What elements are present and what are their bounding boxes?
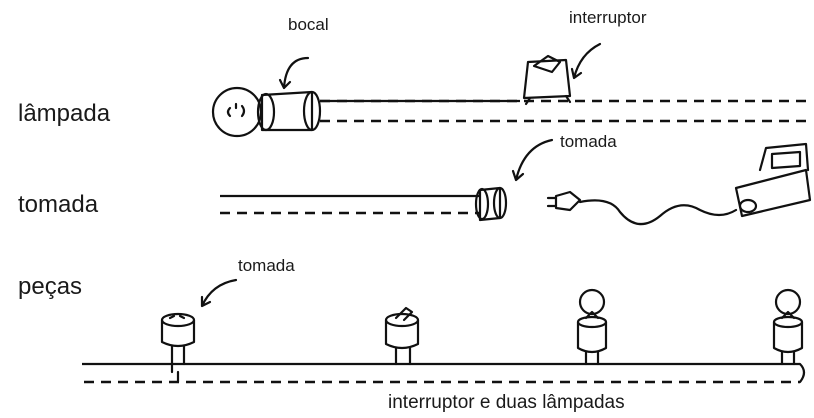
outlet-callout: tomada	[560, 132, 617, 151]
switch-icon	[522, 54, 572, 106]
diagram-caption: interruptor e duas lâmpadas	[388, 392, 625, 413]
switch-callout: interruptor	[569, 8, 647, 27]
parts-lamp-1-icon	[576, 288, 608, 366]
socket-arrow	[278, 56, 310, 90]
outlet-icon	[474, 186, 508, 222]
parts-switch-icon	[384, 306, 420, 366]
socket-icon	[256, 90, 322, 132]
row-label-parts: peças	[18, 273, 83, 300]
power-cord	[578, 199, 738, 226]
row-label-outlet: tomada	[18, 191, 99, 218]
iron-icon	[734, 142, 812, 218]
outlet-arrow	[511, 138, 554, 182]
lamp-row-drawing	[211, 42, 810, 138]
row-label-lamp: lâmpada	[18, 100, 111, 127]
parts-lamp-2-icon	[772, 288, 804, 366]
switch-arrow	[570, 42, 602, 80]
parts-wire-end	[798, 362, 806, 384]
parts-outlet-callout: tomada	[238, 256, 295, 275]
light-bulb-icon	[211, 86, 263, 138]
plug-icon	[546, 190, 582, 212]
parts-row-drawing	[82, 278, 806, 384]
outlet-row-drawing	[220, 138, 812, 226]
parts-outlet-icon	[160, 312, 196, 384]
parts-outlet-arrow	[200, 278, 238, 308]
socket-callout: bocal	[288, 15, 329, 34]
